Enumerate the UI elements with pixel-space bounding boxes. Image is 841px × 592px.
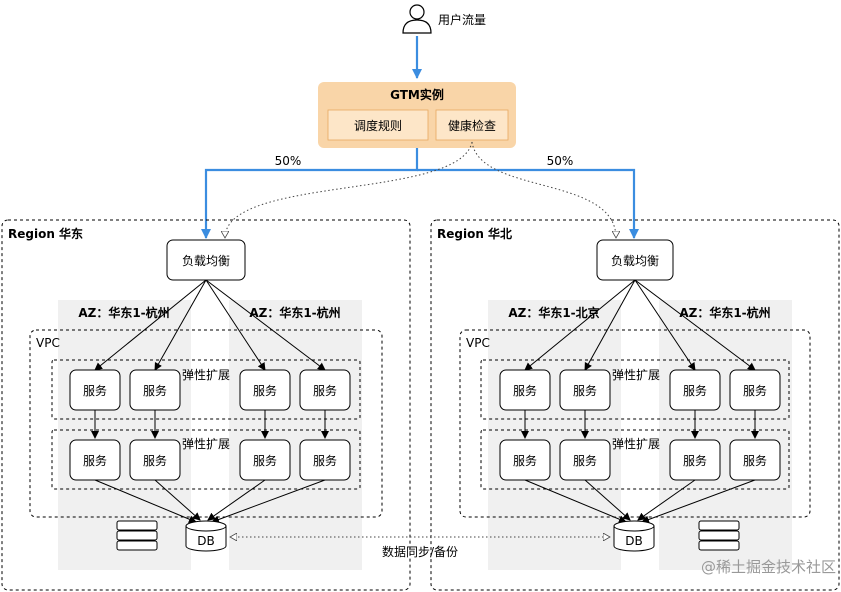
service-label: 服务 [143, 383, 167, 398]
gtm-to-right-lb-arrow [417, 168, 639, 239]
vpc-north [459, 329, 811, 518]
az-north-right-label: AZ：华东1-杭州 [679, 305, 770, 320]
svc-east-to-db-2 [154, 479, 201, 521]
gtm-instance [318, 82, 516, 148]
region-north-title: Region 华北 [437, 226, 512, 241]
region-east-container [1, 219, 411, 591]
vpc-east [29, 329, 383, 518]
scaling-group-east-1-label: 弹性扩展 [182, 368, 230, 382]
schedule-rule-box [327, 109, 429, 141]
service-label: 服务 [683, 453, 707, 468]
right-split-label: 50% [547, 154, 574, 168]
service-label: 服务 [313, 453, 337, 468]
scaling-group-east-2-label: 弹性扩展 [182, 437, 230, 451]
svc-north-to-db-3 [637, 479, 696, 521]
service-label: 服务 [143, 453, 167, 468]
svc-east-to-db-3 [207, 479, 266, 521]
gtm-to-left-lb-arrow [201, 148, 419, 239]
db-north-icon [613, 520, 655, 552]
user-icon [402, 4, 432, 34]
db-east-icon [185, 520, 227, 552]
health-check-right-link [471, 141, 616, 238]
lb-east-to-svc-1 [94, 279, 207, 371]
gtm-title: GTM实例 [390, 87, 444, 102]
data-sync-label: 数据同步/备份 [382, 544, 458, 559]
service-label: 服务 [573, 453, 597, 468]
db-north-label: DB [625, 534, 642, 548]
load-balancer-north-label: 负载均衡 [611, 254, 659, 268]
service-label: 服务 [513, 453, 537, 468]
schedule-rule-label: 调度规则 [354, 118, 402, 133]
vpc-north-label: VPC [466, 336, 490, 350]
lb-north-to-svc-2 [584, 279, 636, 371]
service-label: 服务 [83, 453, 107, 468]
lb-north-to-svc-4 [634, 279, 756, 371]
svc-north-to-db-1 [524, 479, 627, 524]
scaling-group-north-2-label: 弹性扩展 [612, 437, 660, 451]
scaling-group-east-2 [51, 429, 361, 490]
scaling-group-east-1 [51, 359, 361, 420]
db-east-label: DB [197, 534, 214, 548]
service-label: 服务 [573, 383, 597, 398]
lb-east-to-svc-3 [205, 279, 266, 371]
region-north-container [430, 219, 840, 591]
standby-db-north-icon [698, 520, 740, 551]
az-north-left-label: AZ：华东1-北京 [508, 305, 599, 320]
lb-north-to-svc-1 [524, 279, 636, 371]
service-label: 服务 [253, 453, 277, 468]
service-label: 服务 [313, 383, 337, 398]
health-check-left-link [225, 141, 473, 238]
service-label: 服务 [743, 453, 767, 468]
scaling-group-north-1-label: 弹性扩展 [612, 368, 660, 382]
service-label: 服务 [513, 383, 537, 398]
az-east-right [229, 300, 362, 570]
lb-east-to-svc-2 [154, 279, 207, 371]
load-balancer-east-label: 负载均衡 [182, 254, 230, 268]
left-split-label: 50% [275, 154, 302, 168]
region-east-title: Region 华东 [8, 226, 83, 241]
service-label: 服务 [743, 383, 767, 398]
scaling-group-north-1 [480, 359, 790, 420]
az-east-left-label: AZ：华东1-杭州 [78, 305, 169, 320]
standby-db-east-icon [116, 520, 158, 551]
svc-east-to-db-4 [211, 479, 326, 524]
svc-east-to-db-1 [94, 479, 197, 524]
service-label: 服务 [83, 383, 107, 398]
lb-east-to-svc-4 [205, 279, 326, 371]
watermark-text: @稀土掘金技术社区 [701, 558, 836, 576]
az-east-right-label: AZ：华东1-杭州 [249, 305, 340, 320]
svc-north-to-db-2 [584, 479, 631, 521]
service-label: 服务 [253, 383, 277, 398]
health-check-label: 健康检查 [448, 118, 496, 133]
svc-north-to-db-4 [641, 479, 756, 524]
scaling-group-north-2 [480, 429, 790, 490]
vpc-east-label: VPC [36, 336, 60, 350]
service-label: 服务 [683, 383, 707, 398]
health-check-box [435, 109, 509, 141]
lb-north-to-svc-3 [634, 279, 696, 371]
user-traffic-label: 用户流量 [438, 12, 486, 27]
